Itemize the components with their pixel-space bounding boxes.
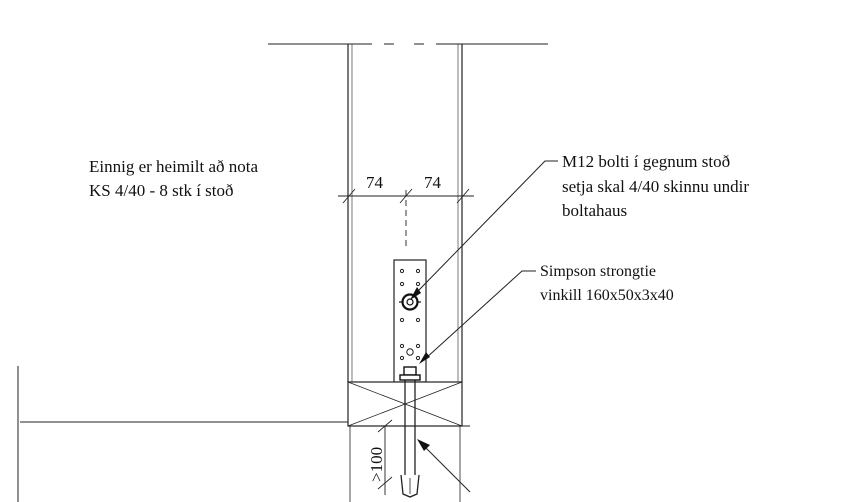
bolt-callout-line-3: boltahaus: [562, 201, 627, 220]
foundation-lines: [17, 366, 470, 502]
bolt-callout-line-2: setja skal 4/40 skinnu undir: [562, 177, 749, 196]
width-dimension-line: [338, 188, 474, 250]
anchor-callout-leader: [417, 439, 471, 493]
embed-depth-label: >100: [367, 447, 386, 482]
width-right-label: 74: [424, 173, 442, 192]
anchor-nut: [399, 366, 421, 381]
embed-dimension-line: [377, 419, 393, 495]
bolt-callout-leader: [410, 160, 558, 300]
left-note-line-1: Einnig er heimilt að nota: [89, 157, 258, 176]
tie-callout-line-2: vinkill 160x50x3x40: [540, 287, 674, 304]
tie-callout-line-1: Simpson strongtie: [540, 263, 656, 280]
m12-bolt-head: [399, 293, 421, 311]
left-note-line-2: KS 4/40 - 8 stk í stoð: [89, 181, 234, 200]
tie-callout-leader: [419, 270, 536, 364]
width-left-label: 74: [366, 173, 384, 192]
strongtie-angle-plate: [393, 259, 427, 383]
anchor-rod: [400, 380, 420, 498]
bolt-callout-line-1: M12 bolti í gegnum stoð: [562, 152, 730, 171]
